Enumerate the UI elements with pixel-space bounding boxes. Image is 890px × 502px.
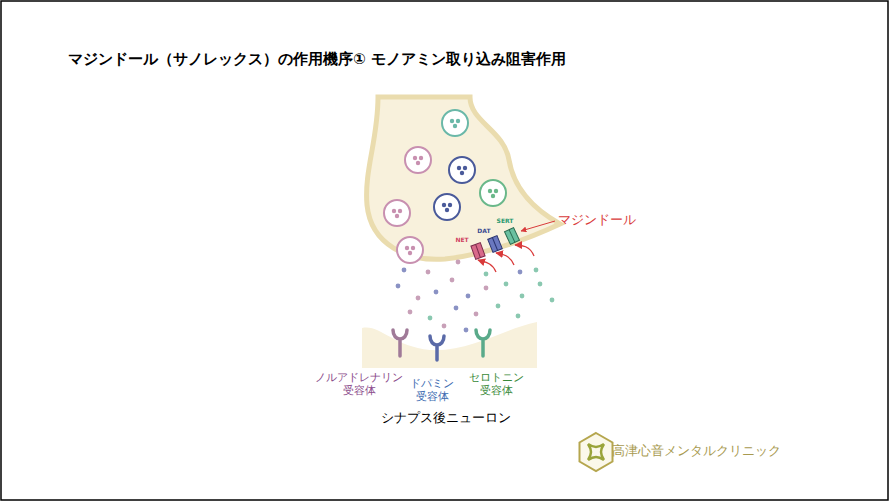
drug-label: マジンドール [558,212,636,228]
neurotransmitter-dots [396,260,555,333]
neuron-label: シナプス後ニューロン [381,410,511,426]
receptors [393,330,490,360]
clinic-logo [580,433,613,471]
receptor-label: ノルアドレナリン 受容体 [315,371,403,397]
postsynaptic-neuron [362,322,537,368]
transporter-label: NET [455,236,468,243]
reuptake-arrows [478,245,534,272]
receptor-label: セロトニン 受容体 [469,371,524,397]
receptor-label: ドパミン 受容体 [410,377,454,403]
vesicles [384,110,506,263]
presynaptic-terminal [367,97,560,259]
title: マジンドール（サノレックス）の作用機序① モノアミン取り込み阻害作用 [68,50,566,68]
transporter-label: DAT [477,227,490,234]
transporters [471,228,520,260]
clinic-name: 高津心音メンタルクリニック [612,443,781,459]
leader-arrow [521,221,555,231]
transporter-label: SERT [497,217,514,224]
